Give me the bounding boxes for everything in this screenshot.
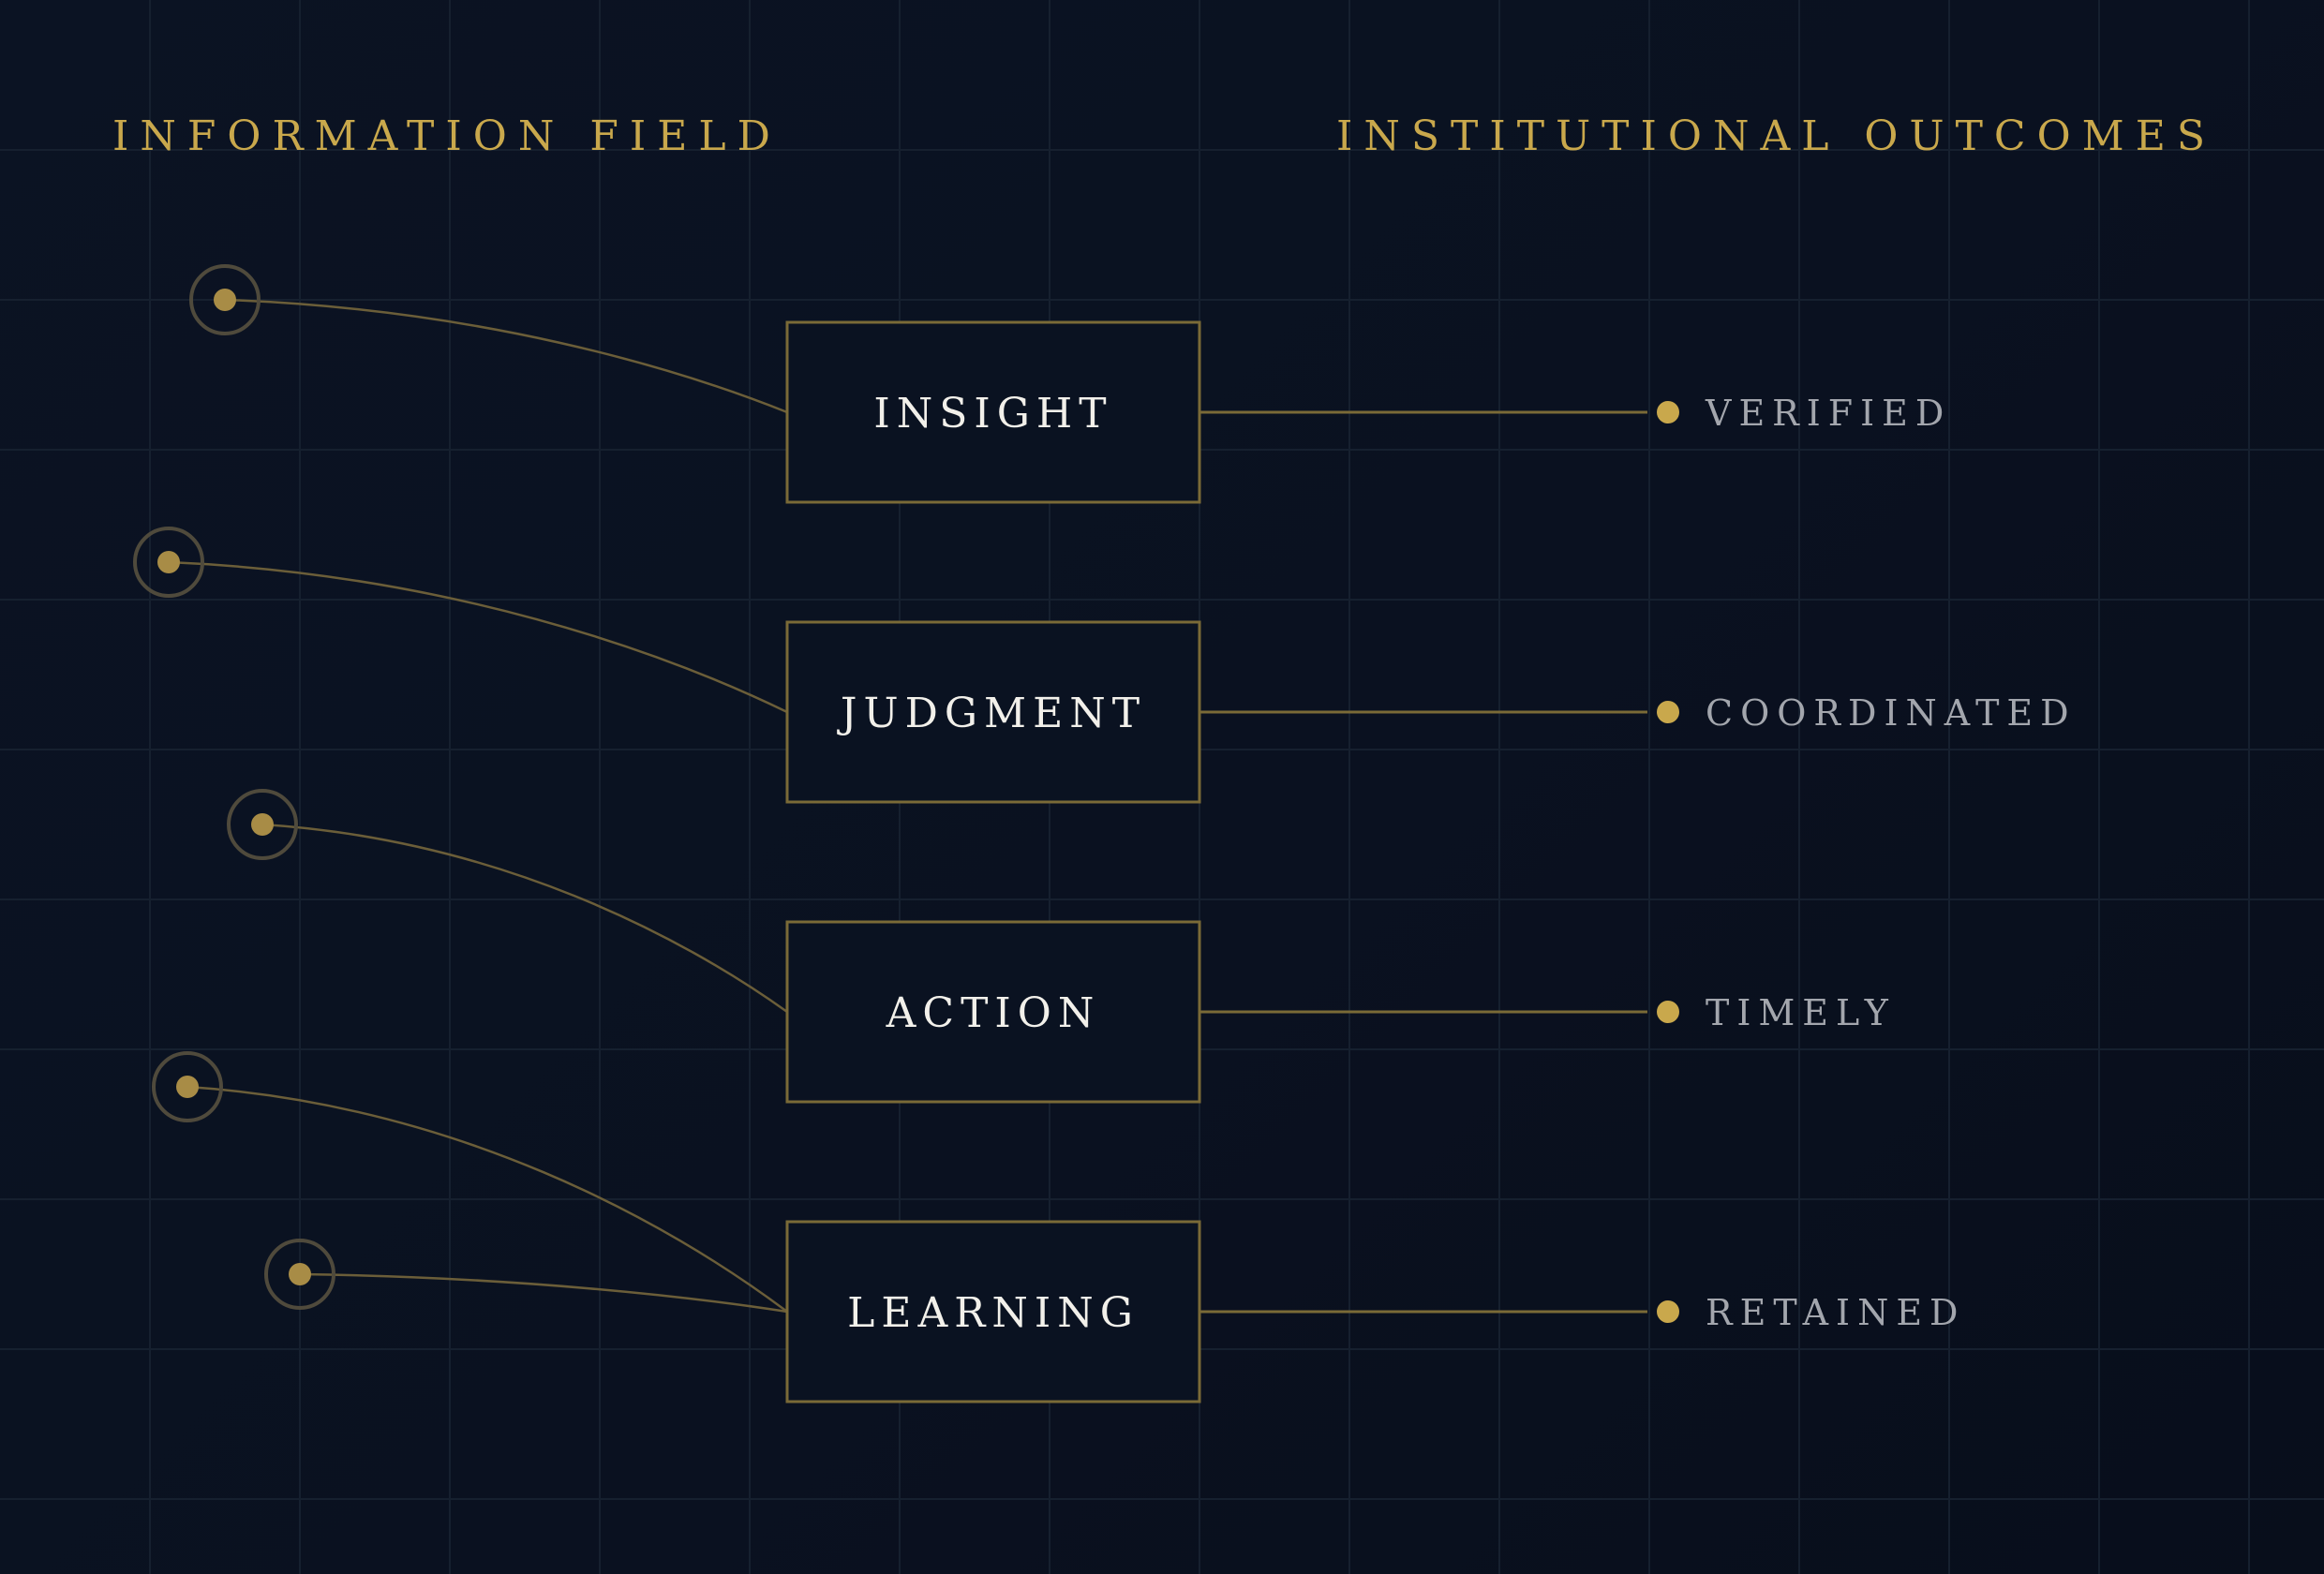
- outcome-verified: VERIFIED: [1657, 393, 1951, 434]
- outcome-timely: TIMELY: [1657, 992, 1896, 1033]
- stage-box-label: INSIGHT: [873, 390, 1112, 438]
- stage-box-frame: [785, 1220, 1201, 1403]
- source-dot-icon: [214, 289, 236, 311]
- stage-box-frame: [785, 620, 1201, 804]
- stage-box-label: ACTION: [886, 989, 1101, 1037]
- information-source-node: [264, 1239, 335, 1310]
- stage-box-frame: [785, 920, 1201, 1104]
- source-ring-icon: [133, 527, 204, 598]
- outcome-label: TIMELY: [1706, 992, 1896, 1033]
- stage-box-judgment: JUDGMENT: [785, 620, 1201, 804]
- source-connectors: [168, 298, 788, 1314]
- stage-box-action: ACTION: [785, 920, 1201, 1104]
- source-dot-icon: [251, 813, 274, 836]
- information-source-node: [133, 527, 204, 598]
- information-sources: [133, 264, 335, 1310]
- source-connector: [261, 823, 788, 1014]
- outcome-label: RETAINED: [1706, 1292, 1966, 1333]
- information-source-node: [189, 264, 261, 335]
- outcome-dot-icon: [1657, 1001, 1679, 1023]
- source-dot-icon: [176, 1076, 199, 1098]
- stage-box-label: LEARNING: [847, 1289, 1140, 1337]
- source-dot-icon: [157, 551, 180, 573]
- source-dot-icon: [289, 1263, 311, 1285]
- source-connector: [168, 560, 788, 714]
- outcome-coordinated: COORDINATED: [1657, 692, 2077, 734]
- stage-box-frame: [785, 320, 1201, 504]
- outcome-list: VERIFIED COORDINATED TIMELY RETAINED: [1657, 393, 2077, 1333]
- institutional-outcomes-heading: INSTITUTIONAL OUTCOMES: [1336, 112, 2216, 160]
- source-connector: [224, 298, 788, 414]
- stage-boxes: INSIGHT JUDGMENT ACTION LEARNING: [785, 320, 1201, 1403]
- stage-box-insight: INSIGHT: [785, 320, 1201, 504]
- outcome-connectors: [1199, 410, 1647, 1314]
- stage-box-learning: LEARNING: [785, 1220, 1201, 1403]
- source-ring-icon: [189, 264, 261, 335]
- information-source-node: [152, 1051, 223, 1122]
- outcome-label: VERIFIED: [1705, 393, 1951, 434]
- source-ring-icon: [152, 1051, 223, 1122]
- outcome-label: COORDINATED: [1706, 692, 2077, 734]
- outcome-dot-icon: [1657, 401, 1679, 423]
- information-source-node: [227, 789, 298, 860]
- outcome-dot-icon: [1657, 1300, 1679, 1323]
- outcome-dot-icon: [1657, 701, 1679, 723]
- stage-box-label: JUDGMENT: [837, 690, 1146, 737]
- information-field-heading: INFORMATION FIELD: [112, 112, 782, 160]
- source-connector: [186, 1085, 788, 1314]
- source-ring-icon: [227, 789, 298, 860]
- source-connector: [299, 1272, 788, 1314]
- source-ring-icon: [264, 1239, 335, 1310]
- outcome-retained: RETAINED: [1657, 1292, 1966, 1333]
